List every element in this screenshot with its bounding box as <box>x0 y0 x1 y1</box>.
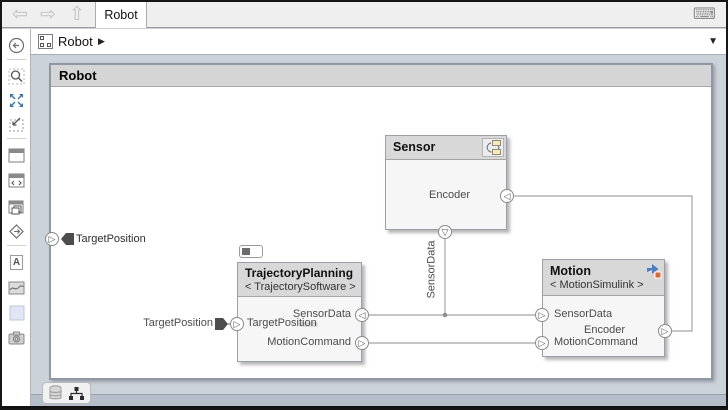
open-in-window-button[interactable] <box>6 114 27 135</box>
port-motion-encoder-out[interactable]: ▷ <box>658 324 672 338</box>
port-arrow-right: ▷ <box>233 318 241 329</box>
port-arrow-right: ▷ <box>538 337 546 348</box>
source-tag-label: TargetPosition <box>143 317 213 329</box>
reference-sync-icon[interactable] <box>482 138 504 157</box>
window-panel-icon <box>8 148 25 163</box>
port-arrow-down: ▽ <box>441 226 449 237</box>
port-label-motion-motioncommand: MotionCommand <box>554 336 638 348</box>
trajectoryplanning-header: TrajectoryPlanning < TrajectorySoftware … <box>238 263 361 297</box>
breadcrumb-dropdown-icon[interactable]: ▼ <box>708 36 718 47</box>
source-tag-icon <box>215 318 228 330</box>
code-view-icon <box>8 173 25 188</box>
toggle-knob <box>242 248 250 255</box>
port-traj-sensordata-in[interactable]: ◁ <box>355 308 369 322</box>
port-arrow-left: ◁ <box>503 190 511 201</box>
architecture-model-icon <box>38 34 53 49</box>
port-sensor-encoder-in[interactable]: ◁ <box>500 189 514 203</box>
image-button[interactable] <box>6 277 27 298</box>
palette-separator <box>7 245 26 246</box>
breadcrumb-root[interactable]: Robot <box>58 34 93 49</box>
area-button[interactable] <box>6 302 27 323</box>
connector-label-sensordata: SensorData <box>425 240 438 299</box>
frame-header: Robot <box>51 65 711 87</box>
horizontal-scrollbar[interactable] <box>31 394 726 408</box>
motion-stereotype: < MotionSimulink > <box>550 279 644 291</box>
simulink-arrow-icon <box>647 264 662 279</box>
screenshot-button[interactable] <box>6 327 27 348</box>
duplicate-icon <box>8 200 24 214</box>
canvas-mini-toolbar <box>42 382 91 404</box>
tab-bar: ⇦ ⇨ ⇧ Robot ⌨ <box>2 2 726 28</box>
port-arrow-right: ▷ <box>538 309 546 320</box>
previous-view-button[interactable] <box>6 35 27 56</box>
port-label-motion-sensordata: SensorData <box>554 308 613 320</box>
breadcrumb-expand-icon[interactable]: ▶ <box>98 36 105 46</box>
signal-route-button[interactable] <box>6 221 27 242</box>
palette-separator <box>7 138 26 139</box>
frame-title: Robot <box>59 68 97 83</box>
window-bottom-border <box>2 406 726 408</box>
variant-toggle-badge[interactable] <box>239 245 263 258</box>
keyboard-icon[interactable]: ⌨ <box>692 6 716 23</box>
area-icon <box>9 305 24 320</box>
zoom-fit-button[interactable] <box>6 66 27 87</box>
port-motion-sensordata-in[interactable]: ▷ <box>535 308 549 322</box>
palette-separator <box>7 59 26 60</box>
magnifier-icon <box>8 68 25 85</box>
camera-icon <box>8 331 25 344</box>
breadcrumb: Robot ▶ ▼ <box>31 29 726 55</box>
edit-artifact <box>299 322 318 327</box>
port-label-motion-encoder: Encoder <box>584 324 625 336</box>
sync-arrows-icon <box>486 140 501 155</box>
forward-icon[interactable]: ⇨ <box>40 4 56 25</box>
trajectoryplanning-stereotype: < TrajectorySoftware > <box>245 281 356 293</box>
port-label-traj-targetposition: TargetPosition <box>247 317 317 329</box>
trajectoryplanning-title: TrajectoryPlanning <box>245 266 354 280</box>
palette-sidebar: A <box>2 29 31 408</box>
port-boundary-targetposition[interactable]: ▷ <box>45 232 59 246</box>
port-label-traj-sensordata: SensorData <box>292 308 351 320</box>
annotation-button[interactable]: A <box>6 252 27 273</box>
data-dictionary-icon[interactable] <box>48 385 63 401</box>
hierarchy-view-icon[interactable] <box>68 386 85 401</box>
code-view-button[interactable] <box>6 170 27 191</box>
annotation-icon: A <box>9 255 24 270</box>
motion-title: Motion <box>550 264 591 278</box>
port-arrow-left: ◁ <box>358 309 366 320</box>
port-traj-motioncommand-out[interactable]: ▷ <box>355 336 369 350</box>
up-icon[interactable]: ⇧ <box>69 4 85 25</box>
sensor-title: Sensor <box>393 140 436 154</box>
boundary-port-label: TargetPosition <box>76 233 146 245</box>
duplicate-view-button[interactable] <box>6 197 27 218</box>
boundary-port-tag-icon <box>61 233 74 245</box>
component-trajectoryplanning[interactable]: TrajectoryPlanning < TrajectorySoftware … <box>237 262 362 362</box>
port-label-sensor-encoder: Encoder <box>429 189 470 201</box>
fit-to-view-icon <box>10 94 23 107</box>
component-sensor[interactable]: Sensor <box>385 135 507 230</box>
back-icon[interactable]: ⇦ <box>12 4 28 25</box>
image-icon <box>8 281 25 294</box>
port-label-traj-motioncommand: MotionCommand <box>267 336 351 348</box>
panel-button[interactable] <box>6 145 27 166</box>
port-motion-motioncommand-in[interactable]: ▷ <box>535 336 549 350</box>
port-arrow-right: ▷ <box>661 325 669 336</box>
port-arrow-right: ▷ <box>48 233 56 244</box>
fit-to-view-button[interactable] <box>6 90 27 111</box>
port-sensor-sensordata-out[interactable]: ▽ <box>438 225 452 239</box>
open-in-window-icon <box>9 117 24 132</box>
tab-robot[interactable]: Robot <box>95 2 147 28</box>
simulink-behavior-icon[interactable] <box>645 262 662 284</box>
diagram-canvas[interactable]: Robot SensorData Sensor <box>31 55 726 408</box>
back-circle-icon <box>8 37 25 54</box>
port-traj-targetposition-in[interactable]: ▷ <box>230 317 244 331</box>
route-diamond-icon <box>9 224 24 239</box>
port-arrow-right: ▷ <box>358 337 366 348</box>
